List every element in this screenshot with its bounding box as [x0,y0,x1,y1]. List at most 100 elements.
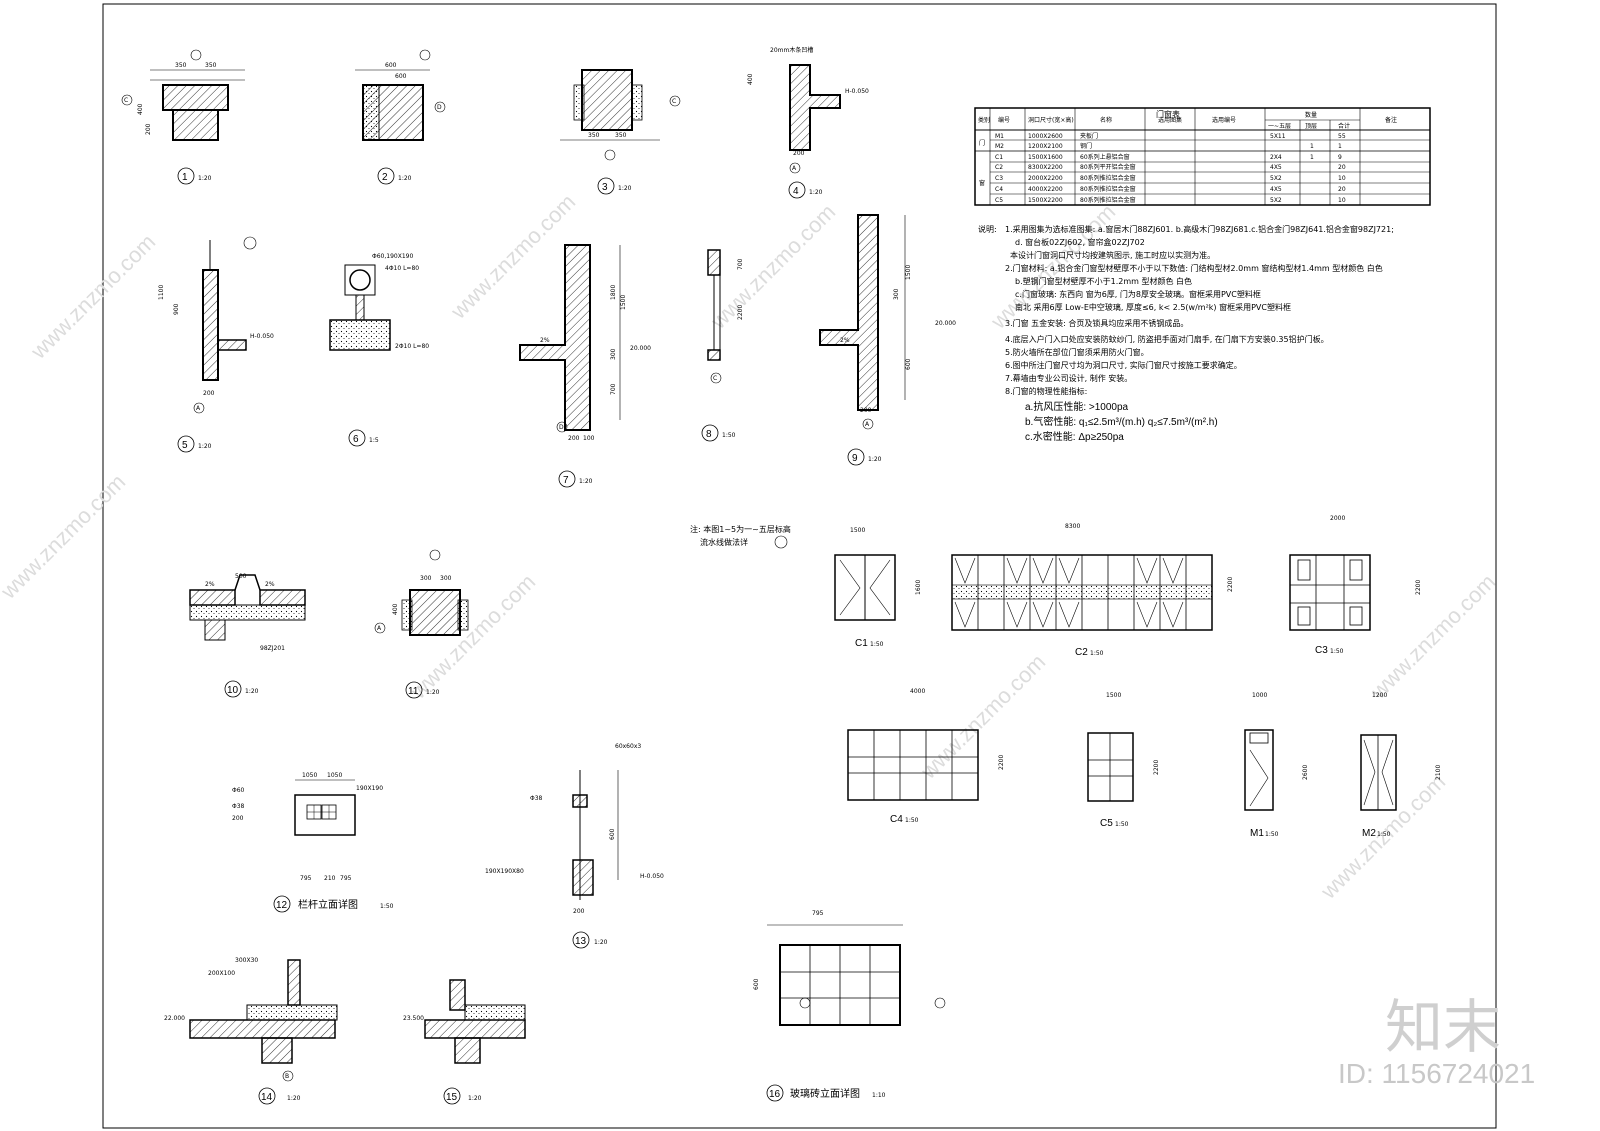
svg-text:6: 6 [353,434,359,445]
svg-text:2200: 2200 [1415,580,1422,595]
svg-text:500: 500 [235,573,247,580]
svg-text:1: 1 [182,172,188,183]
svg-text:1050: 1050 [327,772,342,779]
svg-text:M1: M1 [1250,828,1264,839]
svg-text:C1: C1 [855,638,868,649]
watermark-logo: 知末 [1385,993,1502,1061]
svg-text:C4: C4 [890,814,903,825]
detail-10: 500 2% 2% 98ZJ201 10 1:20 [189,573,306,698]
svg-text:洞口尺寸(宽×高): 洞口尺寸(宽×高) [1028,116,1074,124]
sash-mark [1136,557,1158,584]
svg-text:2%: 2% [205,581,215,588]
svg-text:1:20: 1:20 [287,1095,301,1102]
elevation-M1: 1000 2600 M1 1:50 [1244,692,1309,839]
svg-text:1:20: 1:20 [468,1095,482,1102]
svg-text:D: D [559,424,564,431]
svg-text:4: 4 [793,186,799,197]
elevation-M2: 1200 2100 M2 1:50 [1360,692,1442,839]
sash-mark [1136,601,1158,628]
detail-1: 350 350 C 400 200 1 1:20 [121,49,245,185]
svg-text:1.采用图集为选标准图集: a.窗居木门88ZJ601. b: 1.采用图集为选标准图集: a.窗居木门88ZJ601. b.高级木门98ZJ6… [1005,224,1394,234]
svg-text:1:50: 1:50 [1265,831,1279,838]
svg-text:300: 300 [440,575,452,582]
elevation-C5: 1500 2200 C5 1:50 [1087,692,1160,829]
table-cell: C5 [995,197,1003,204]
svg-text:1:50: 1:50 [905,817,919,824]
svg-text:1600: 1600 [915,580,922,595]
svg-text:900: 900 [173,303,180,315]
svg-text:98ZJ201: 98ZJ201 [260,645,285,652]
svg-text:C3: C3 [1315,645,1328,656]
svg-text:1:20: 1:20 [868,456,882,463]
svg-text:1100: 1100 [158,285,165,300]
watermark-id: ID: 1156724021 [1338,1058,1536,1089]
svg-text:795: 795 [812,910,824,917]
svg-text:1:20: 1:20 [245,688,259,695]
svg-text:D: D [437,104,442,111]
svg-text:H-0.050: H-0.050 [845,88,869,95]
svg-text:200: 200 [203,390,215,397]
table-cell: 1500X2200 [1028,197,1063,204]
svg-text:600: 600 [385,62,397,69]
svg-text:200: 200 [793,150,805,157]
sash-mark [954,601,976,628]
table-cell: 1 [1310,154,1314,161]
sash-mark [1058,601,1080,628]
svg-text:栏杆立面详图: 栏杆立面详图 [298,898,358,911]
table-cell: 2X4 [1270,154,1282,161]
svg-text:7.幕墙由专业公司设计, 制作 安装。: 7.幕墙由专业公司设计, 制作 安装。 [1005,373,1132,383]
svg-text:1500: 1500 [905,265,912,280]
svg-text:1:20: 1:20 [579,478,593,485]
detail-8: 700 2200 C 8 1:50 [701,249,744,442]
detail-14: 300X30 200X100 22.000 B 14 1:20 [164,957,338,1105]
svg-text:选用编号: 选用编号 [1212,116,1236,124]
svg-text:1:50: 1:50 [1330,648,1344,655]
svg-text:一~五层: 一~五层 [1268,123,1291,130]
svg-text:700: 700 [737,258,744,270]
svg-text:1:50: 1:50 [380,903,394,910]
detail-13: 60x60x3 Φ38 190X190X80 600 H-0.050 200 1… [485,743,664,949]
svg-text:编号: 编号 [998,116,1010,124]
svg-text:60x60x3: 60x60x3 [615,743,641,750]
svg-text:1:20: 1:20 [618,185,632,192]
table-cell: 80系列推拉铝合金窗 [1080,196,1136,204]
elevation-note: 注: 本图1~5为一~五层标高 流水线做法详 [690,524,791,549]
watermark-text: www.znzmo.com [705,199,840,334]
svg-text:2.门窗材料: a.铝合金门窗型材壁厚不小于以下数值: 门结: 2.门窗材料: a.铝合金门窗型材壁厚不小于以下数值: 门结构型材2.0mm 窗… [1005,263,1383,273]
svg-text:1:20: 1:20 [198,443,212,450]
svg-text:200X100: 200X100 [208,970,235,977]
svg-text:1050: 1050 [302,772,317,779]
watermarks: www.znzmo.com www.znzmo.com www.znzmo.co… [0,189,1500,904]
svg-text:说明:: 说明: [978,224,997,234]
svg-text:1000: 1000 [1252,692,1267,699]
svg-text:3.门窗 五金安装: 合页及锁具均应采用不锈钢成品。: 3.门窗 五金安装: 合页及锁具均应采用不锈钢成品。 [1005,318,1188,328]
svg-text:400: 400 [392,603,399,615]
svg-text:C: C [713,375,717,382]
svg-text:1200: 1200 [1372,692,1387,699]
svg-text:玻璃砖立面详图: 玻璃砖立面详图 [790,1087,860,1100]
svg-text:600: 600 [395,73,407,80]
svg-text:C5: C5 [1100,818,1113,829]
svg-text:2200: 2200 [1153,760,1160,775]
table-cell: 2000X2200 [1028,175,1063,182]
svg-text:1:50: 1:50 [1090,650,1104,657]
sash-mark [1162,601,1184,628]
table-cell: 1200X2100 [1028,143,1063,150]
table-cell: M1 [995,133,1004,140]
svg-text:795: 795 [300,875,312,882]
svg-text:B: B [285,1073,289,1080]
table-cell: 20 [1338,186,1346,193]
svg-text:11: 11 [408,686,419,697]
svg-text:1500: 1500 [620,295,627,310]
detail-12: 1050 1050 190X190 Φ60 Φ38 200 795 210 79… [232,772,394,913]
svg-text:350: 350 [615,132,627,139]
svg-text:1:50: 1:50 [870,641,884,648]
svg-text:名称: 名称 [1100,116,1112,124]
table-cell: C1 [995,154,1003,161]
svg-text:a.抗风压性能: >1000pa: a.抗风压性能: >1000pa [1025,400,1129,413]
table-cell: 5X2 [1270,175,1282,182]
svg-text:窗: 窗 [979,179,985,187]
svg-text:200: 200 [232,815,244,822]
door-window-table: 门窗表 类别 编号 洞口尺寸(宽×高) 名称 选用图集 选用编号 数量 一~五层… [974,107,1431,206]
svg-text:2600: 2600 [1302,765,1309,780]
